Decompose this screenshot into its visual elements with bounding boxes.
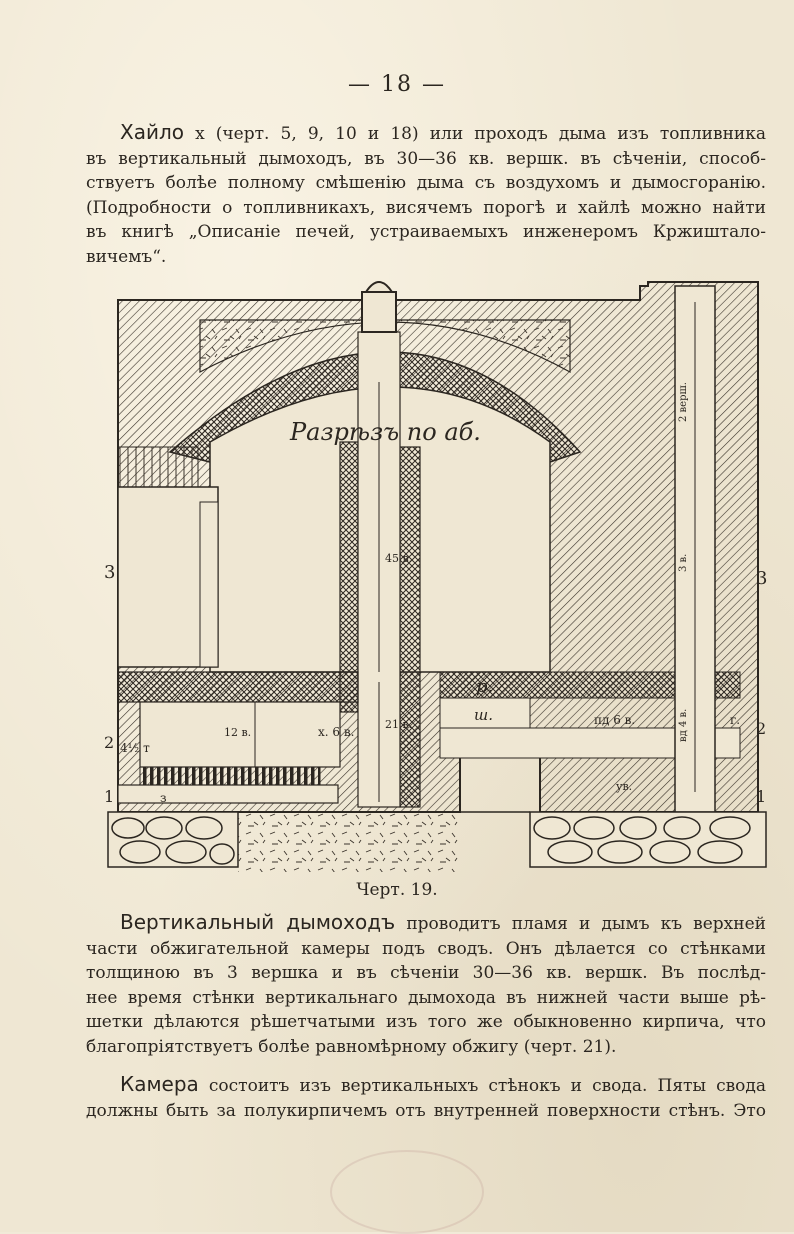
paragraph-line: шетки дѣлаются рѣшетчатыми изъ того же о…: [86, 1012, 766, 1032]
label-vertical-top: 2 верш.: [678, 382, 689, 422]
label-side-2-right: 2: [756, 719, 766, 738]
label-vertical-mid: 3 в.: [678, 554, 689, 572]
paragraph-hailo: Хайло x (черт. 5, 9, 10 и 18) или проход…: [86, 120, 766, 269]
page-number: — 18 —: [348, 72, 446, 97]
paragraph-line: въ книгѣ „Описаніе печей, устраиваемыхъ …: [86, 222, 766, 242]
paragraph-line: части обжигательной камеры подъ сводъ. О…: [86, 938, 766, 959]
label-dim-12: 12 в.: [224, 726, 251, 739]
label-dim-45: 45 в.: [385, 552, 412, 565]
ground-fill: [238, 812, 460, 872]
label-m: 4½ т: [120, 741, 150, 755]
paragraph-line: ствуетъ болѣе полному смѣшенію дыма съ в…: [86, 173, 766, 193]
firebox: [139, 701, 341, 768]
paragraph-line: толщиною въ 3 вершка и въ сѣченіи 30—36 …: [86, 963, 766, 983]
paragraph-vertical-flue: Вертикальный дымоходъ проводитъ пламя и …: [86, 910, 766, 1059]
label-z: з: [160, 791, 167, 805]
paragraph-line: въ вертикальный дымоходъ, въ 30—36 кв. в…: [86, 148, 766, 169]
foundation-stones-right: [529, 811, 767, 868]
kiln-section-drawing: Разрѣзъ по аб. 45 в. 21 в. 12 в. х. 6 в.…: [104, 281, 767, 872]
label-g: г.: [730, 713, 740, 727]
grate-bars: [139, 766, 321, 786]
label-x6: х. 6 в.: [318, 725, 354, 739]
label-side-2-left: 2: [104, 733, 114, 752]
foundation-stones-left: [107, 811, 239, 868]
paragraph-lead: Вертикальный дымоходъ: [120, 910, 396, 934]
firebox-top: [117, 671, 359, 703]
left-wall-courses: [117, 446, 199, 488]
label-vertical-low: вд 4 в.: [678, 709, 689, 742]
flue-cap: [361, 291, 397, 333]
paragraph-chamber: Камера состоитъ изъ вертикальныхъ стѣнок…: [86, 1072, 766, 1123]
label-side-1-right: 1: [756, 787, 766, 806]
label-side-1-left: 1: [104, 787, 114, 806]
flue-wall-right: [399, 446, 421, 808]
paragraph-line: нее время стѣнки вертикальнаго дымохода …: [86, 987, 766, 1008]
paragraph-line: Камера состоитъ изъ вертикальныхъ стѣнок…: [120, 1072, 766, 1096]
paragraph-line: Хайло x (черт. 5, 9, 10 и 18) или проход…: [120, 120, 766, 144]
paragraph-line: вичемъ“.: [86, 246, 167, 267]
label-pd: пд 6 в.: [594, 713, 635, 727]
paragraph-lead: Хайло: [120, 120, 184, 144]
flue-cap-top: [364, 281, 394, 293]
label-r: р.: [476, 676, 493, 697]
figure-caption: Черт. 19.: [356, 880, 438, 900]
right-opening-r: [439, 697, 531, 729]
paragraph-lead: Камера: [120, 1072, 199, 1096]
label-sh: ш.: [474, 706, 493, 724]
paper-stain: [330, 1150, 484, 1234]
section-title-label: Разрѣзъ по аб.: [289, 418, 481, 446]
left-door-inner: [199, 501, 219, 668]
paragraph-line: благопріятствуетъ болѣе равномѣрному обж…: [86, 1036, 617, 1057]
ash-pit: [117, 784, 339, 804]
paragraph-line: должны быть за полукирпичемъ отъ внутрен…: [86, 1100, 766, 1121]
paragraph-line: Вертикальный дымоходъ проводитъ пламя и …: [120, 910, 766, 934]
label-side-3-right: 3: [756, 568, 767, 589]
label-side-3-left: 3: [104, 562, 115, 583]
label-uv: ув.: [616, 780, 632, 793]
paragraph-line: (Подробности о топливникахъ, висячемъ по…: [86, 197, 766, 218]
label-dim-21: 21 в.: [385, 718, 412, 731]
